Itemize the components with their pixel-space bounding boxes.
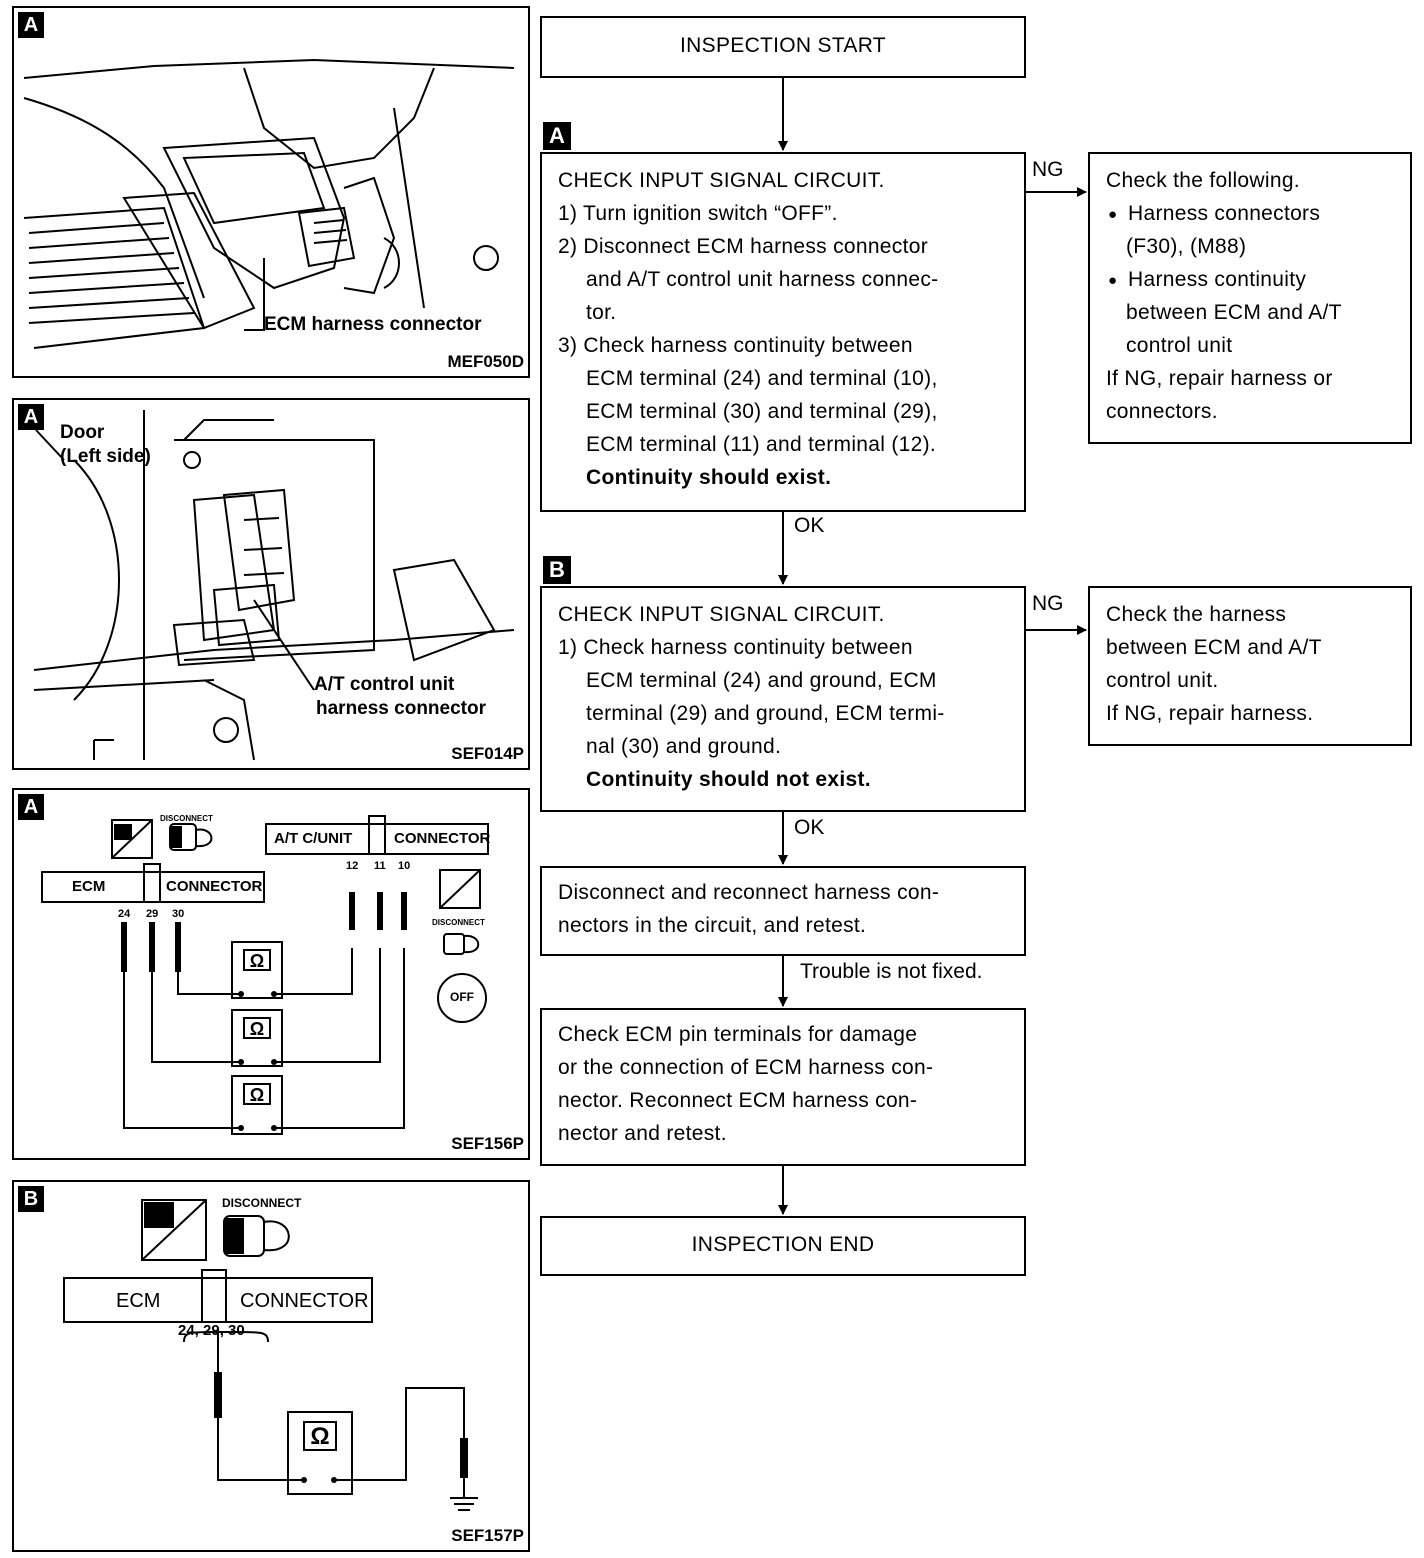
ohm-symbol: Ω bbox=[250, 1019, 264, 1039]
disconnect-icon-label: DISCONNECT bbox=[222, 1196, 302, 1210]
step-a-tag: A bbox=[543, 122, 571, 150]
figure-ecm-location: A ECM harness connector MEF050D bbox=[12, 6, 530, 378]
inspection-end-label: INSPECTION END bbox=[691, 1233, 875, 1256]
step-d-line: or the connection of ECM harness con- bbox=[558, 1056, 934, 1079]
door-label-2: (Left side) bbox=[60, 446, 151, 467]
ecm-connector-right: CONNECTOR bbox=[166, 878, 263, 895]
disconnect-icon-label-2: DISCONNECT bbox=[432, 918, 485, 927]
callout-label: ECM harness connector bbox=[264, 314, 482, 335]
ecm-connector-right: CONNECTOR bbox=[240, 1290, 369, 1312]
callout-label-2: harness connector bbox=[316, 698, 486, 719]
step-a-line: 2) Disconnect ECM harness connector bbox=[558, 235, 928, 258]
step-a-line: and A/T control unit harness connec- bbox=[586, 268, 939, 291]
figure-code: MEF050D bbox=[447, 352, 524, 371]
step-a-line: ECM terminal (24) and terminal (10), bbox=[586, 367, 938, 390]
ng-box-line: connectors. bbox=[1106, 400, 1218, 423]
ng-box-line: If NG, repair harness or bbox=[1106, 367, 1333, 390]
figure-code: SEF157P bbox=[451, 1526, 524, 1545]
hs-icon-label: H.S. bbox=[132, 842, 150, 852]
ng-box-line: Check the following. bbox=[1106, 169, 1300, 192]
ecm-pin-label: 30 bbox=[172, 908, 185, 920]
ecm-connector-left: ECM bbox=[116, 1290, 161, 1312]
tcu-connector-left: A/T C/UNIT bbox=[274, 830, 353, 847]
callout-label-1: A/T control unit bbox=[314, 674, 455, 695]
step-a-box: CHECK INPUT SIGNAL CIRCUIT. 1) Turn igni… bbox=[540, 152, 1026, 512]
step-b-line: ECM terminal (24) and ground, ECM bbox=[586, 669, 937, 692]
pin-label: 24, 29, 30 bbox=[178, 1322, 245, 1339]
tcu-location-illustration bbox=[33, 410, 515, 761]
ng-box-line: If NG, repair harness. bbox=[1106, 702, 1314, 725]
inspection-start: INSPECTION START bbox=[540, 16, 1026, 78]
step-b-line: terminal (29) and ground, ECM termi- bbox=[586, 702, 945, 725]
inspection-start-label: INSPECTION START bbox=[680, 34, 886, 57]
figure-tag: A bbox=[18, 794, 44, 820]
ecm-pin-label: 24 bbox=[118, 908, 131, 920]
figure-tag: A bbox=[18, 404, 44, 430]
ng-box-line: Check the harness bbox=[1106, 603, 1287, 626]
step-a-line: 1) Turn ignition switch “OFF”. bbox=[558, 202, 838, 225]
step-a-line: 3) Check harness continuity between bbox=[558, 334, 913, 357]
tcu-pin-label: 12 bbox=[346, 860, 359, 872]
ecm-connector-left: ECM bbox=[72, 878, 106, 895]
figure-tcu-location: A Door (Left side) A/T control unit harn… bbox=[12, 398, 530, 770]
step-d-box: Check ECM pin terminals for damage or th… bbox=[540, 1008, 1026, 1166]
step-c-line: nectors in the circuit, and retest. bbox=[558, 914, 867, 937]
ecm-pin-label: 29 bbox=[146, 908, 159, 920]
step-b-ng-box: Check the harness between ECM and A/T co… bbox=[1088, 586, 1412, 746]
step-a-ng-box: Check the following. Harness connectors … bbox=[1088, 152, 1412, 444]
step-a-ng-label: NG bbox=[1032, 158, 1064, 181]
tcu-connector-right: CONNECTOR bbox=[394, 830, 491, 847]
hs-icon-label-2: H.S. bbox=[460, 892, 478, 902]
inspection-end: INSPECTION END bbox=[540, 1216, 1026, 1276]
continuity-wiring-diagram-b: Ω bbox=[63, 1199, 478, 1511]
step-a-line: ECM terminal (30) and terminal (29), bbox=[586, 400, 938, 423]
tcu-pin-label: 10 bbox=[398, 860, 411, 872]
ecm-location-illustration bbox=[23, 58, 515, 349]
step-d-line: nector and retest. bbox=[558, 1122, 727, 1145]
ng-box-bullet: Harness continuity bbox=[1106, 263, 1410, 297]
step-b-tag: B bbox=[543, 556, 571, 584]
hs-icon-label: H.S. bbox=[176, 1242, 202, 1257]
figure-tag: B bbox=[18, 1186, 44, 1212]
step-b-ng-label: NG bbox=[1032, 592, 1064, 615]
ohm-symbol: Ω bbox=[250, 1085, 264, 1105]
step-b-ok-label: OK bbox=[794, 816, 825, 839]
step-b-box: CHECK INPUT SIGNAL CIRCUIT. 1) Check har… bbox=[540, 586, 1026, 812]
continuity-wiring-diagram-a: Ω Ω Ω bbox=[41, 815, 489, 1135]
figure-continuity-check-b: Ω B H.S. DISCONNECT ECM CONNECTOR 24, 29… bbox=[12, 1180, 530, 1552]
ng-box-line: (F30), (M88) bbox=[1126, 235, 1247, 258]
step-a-heading: CHECK INPUT SIGNAL CIRCUIT. bbox=[558, 169, 885, 192]
disconnect-icon-label: DISCONNECT bbox=[160, 814, 213, 823]
figure-code: SEF014P bbox=[451, 744, 524, 763]
step-a-ok-label: OK bbox=[794, 514, 825, 537]
tcu-pin-label: 11 bbox=[374, 860, 386, 872]
ng-box-line: between ECM and A/T bbox=[1126, 301, 1342, 324]
ng-box-line: control unit bbox=[1126, 334, 1233, 357]
figure-tag: A bbox=[18, 12, 44, 38]
step-c-line: Disconnect and reconnect harness con- bbox=[558, 881, 940, 904]
step-b-criterion: Continuity should not exist. bbox=[586, 768, 871, 791]
step-b-heading: CHECK INPUT SIGNAL CIRCUIT. bbox=[558, 603, 885, 626]
step-b-line: nal (30) and ground. bbox=[586, 735, 782, 758]
step-c-box: Disconnect and reconnect harness con- ne… bbox=[540, 866, 1026, 956]
ohm-symbol: Ω bbox=[310, 1423, 329, 1450]
ng-box-bullet: Harness connectors bbox=[1106, 197, 1410, 231]
figure-code: SEF156P bbox=[451, 1134, 524, 1153]
ohm-symbol: Ω bbox=[250, 951, 264, 971]
figure-continuity-check-a: Ω Ω Ω A H.S. DISCONNECT A/T C/UNIT CONNE… bbox=[12, 788, 530, 1160]
ignition-off-label: OFF bbox=[450, 990, 474, 1004]
step-c-note: Trouble is not fixed. bbox=[800, 960, 983, 983]
step-d-line: Check ECM pin terminals for damage bbox=[558, 1023, 918, 1046]
step-a-line: ECM terminal (11) and terminal (12). bbox=[586, 433, 937, 456]
ng-box-line: between ECM and A/T bbox=[1106, 636, 1322, 659]
step-b-line: 1) Check harness continuity between bbox=[558, 636, 913, 659]
door-label-1: Door bbox=[60, 422, 105, 443]
step-a-criterion: Continuity should exist. bbox=[586, 466, 832, 489]
step-d-line: nector. Reconnect ECM harness con- bbox=[558, 1089, 918, 1112]
step-a-line: tor. bbox=[586, 301, 617, 324]
ng-box-line: control unit. bbox=[1106, 669, 1219, 692]
